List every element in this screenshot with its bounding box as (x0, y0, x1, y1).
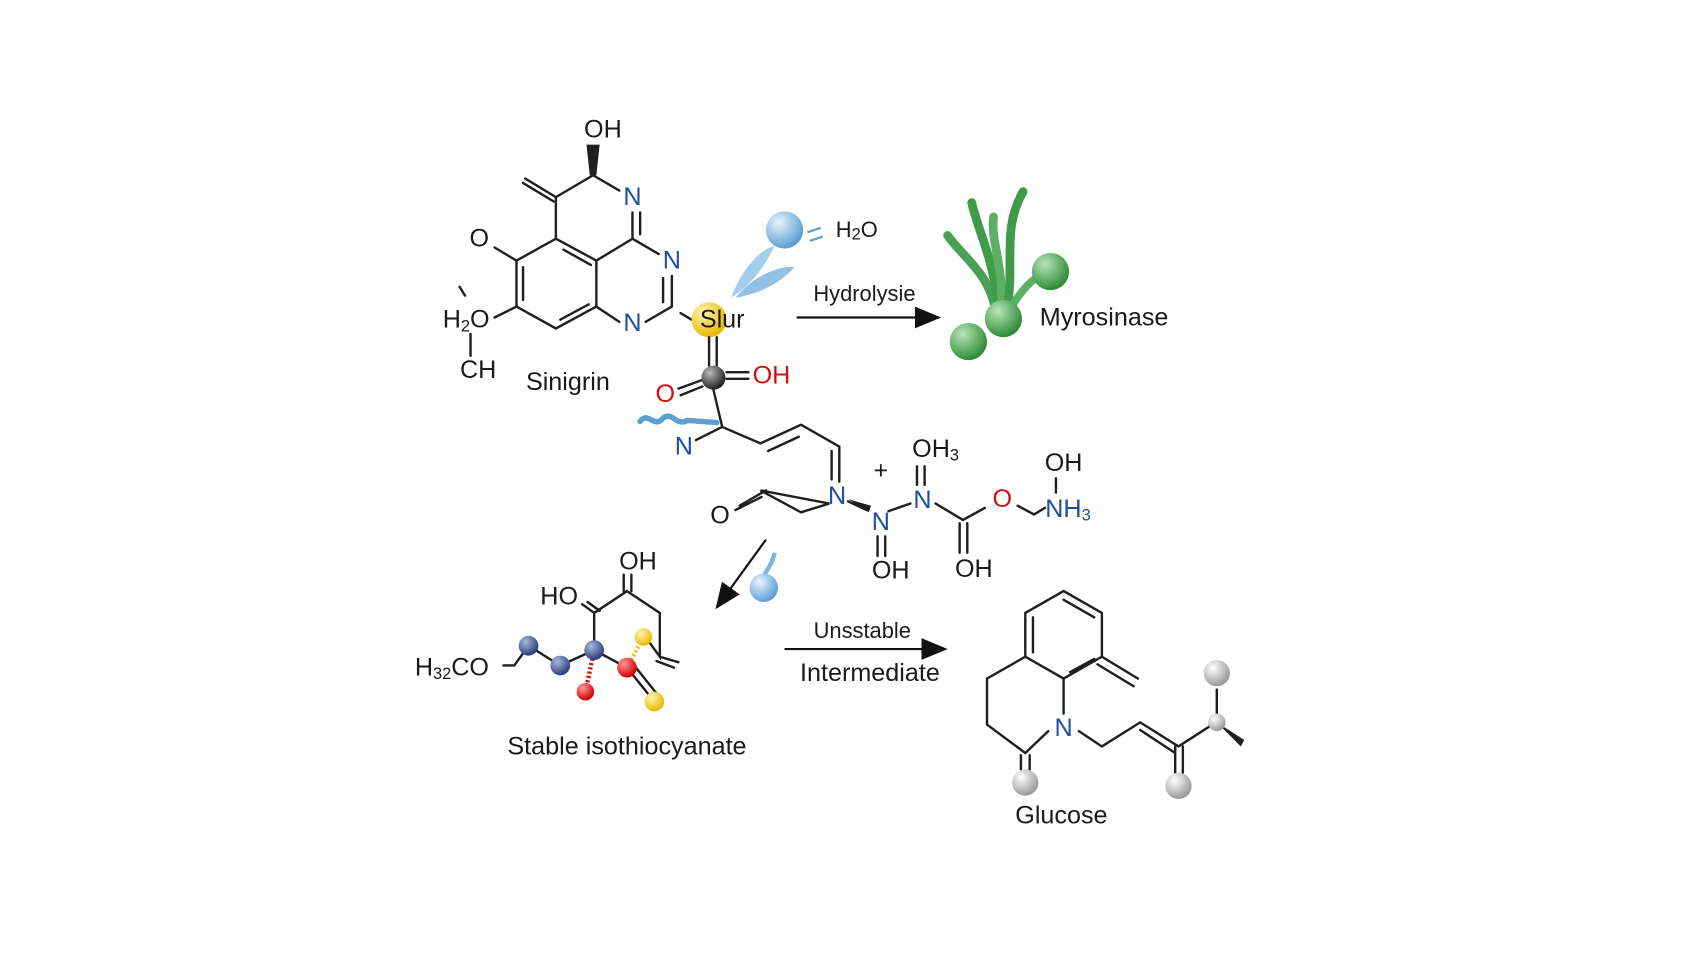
atom-oh3: OH3 (912, 435, 959, 465)
hydrolysis-label: Hydrolysie (813, 281, 915, 306)
sinigrin-structure: OH N N N O H2O CH Sinigrin Slur (443, 115, 745, 396)
atom-oh: OH (753, 362, 791, 390)
water-droplet-icon (749, 573, 778, 603)
atom-h2o: H2O (443, 306, 490, 336)
atom-ch: CH (460, 356, 496, 384)
atom-ball (1208, 713, 1226, 732)
atom-oh: OH (584, 115, 622, 143)
atom-ball (634, 628, 653, 646)
atom-oh: OH (619, 548, 657, 576)
plus-sign: + (874, 457, 889, 485)
atom-oh: OH (955, 555, 993, 583)
isothiocyanate-label: Stable isothiocyanate (507, 732, 746, 760)
glucose-structure: N (985, 589, 1245, 799)
atom-n: N (675, 433, 693, 461)
hydrolysis-arrow: Hydrolysie (796, 281, 942, 329)
water-label: H2O (836, 216, 878, 243)
atom-h32co: H32CO (415, 654, 489, 684)
glucose-label: Glucose (1015, 801, 1107, 829)
atom-n: N (623, 183, 641, 211)
atom-ball (617, 657, 637, 678)
atom-n: N (1055, 714, 1073, 742)
myrosinase-enzyme-icon (943, 187, 1070, 361)
carbon-atom (701, 365, 726, 390)
sulfur-atom (691, 302, 727, 338)
atom-o: O (993, 485, 1013, 513)
isothiocyanate-structure: H32CO HO OH (415, 548, 680, 712)
intermediate-structure: O OH N O N + OH3 N N OH OH O OH NH3 (637, 335, 1091, 584)
atom-o: O (656, 380, 676, 408)
reaction-arrow-down (715, 538, 778, 610)
atom-n: N (913, 486, 931, 514)
sinigrin-label: Sinigrin (526, 368, 610, 396)
atom-n: N (828, 482, 846, 510)
atom-nh3: NH3 (1045, 495, 1090, 525)
atom-ball (644, 691, 665, 712)
atom-o: O (469, 225, 489, 253)
atom-ball (550, 655, 571, 676)
atom-oh: OH (872, 556, 910, 584)
atom-n: N (623, 309, 641, 337)
atom-oh: OH (1045, 449, 1083, 477)
water-droplet-icon (730, 211, 824, 298)
atom-ball (576, 682, 595, 701)
atom-ball (1012, 769, 1039, 796)
sulfur-label: Slur (700, 306, 745, 334)
unstable-intermediate-arrow: Unsstable Intermediate (784, 618, 948, 687)
atom-o: O (710, 502, 730, 530)
atom-ball (1165, 772, 1192, 799)
atom-ball (518, 635, 539, 656)
myrosinase-label: Myrosinase (1040, 304, 1169, 332)
atom-n: N (663, 247, 681, 275)
atom-ho: HO (540, 583, 578, 611)
unstable-label: Unsstable (814, 618, 911, 643)
intermediate-label: Intermediate (800, 659, 940, 687)
atom-ball (584, 640, 605, 661)
atom-n: N (872, 508, 890, 536)
atom-ball (1203, 660, 1230, 687)
